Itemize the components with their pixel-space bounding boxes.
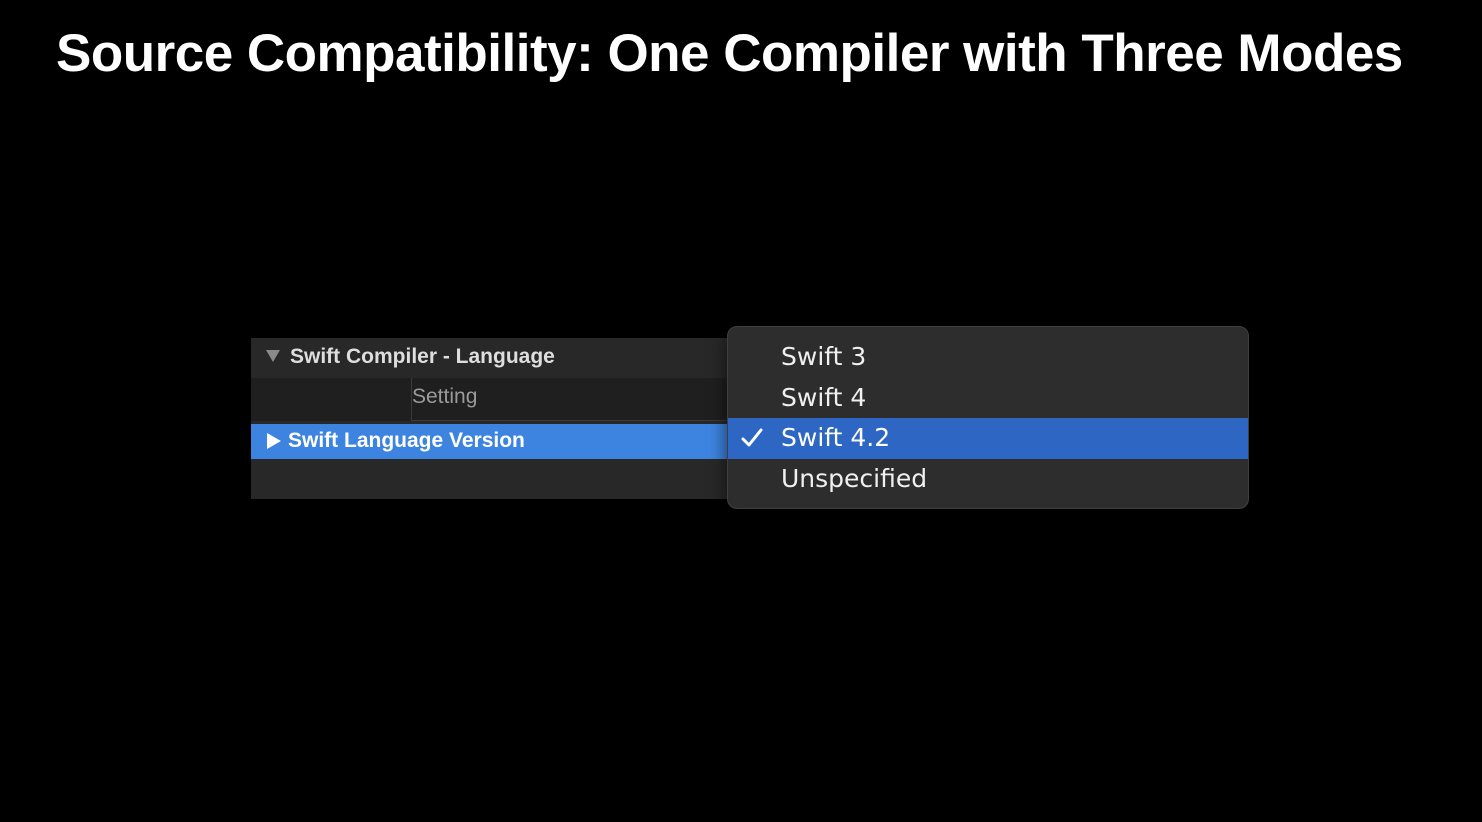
menu-list: Swift 3 Swift 4 Swift 4.2 Unspecified xyxy=(728,337,1248,499)
menu-item-swift-4-2[interactable]: Swift 4.2 xyxy=(728,418,1248,459)
menu-item-unspecified[interactable]: Unspecified xyxy=(728,459,1248,500)
column-header-setting[interactable]: Setting xyxy=(412,385,478,408)
section-title: Swift Compiler - Language xyxy=(290,345,555,368)
menu-item-label: Swift 4.2 xyxy=(781,423,891,452)
build-settings-panel: Swift Compiler - Language Setting Swift … xyxy=(251,338,731,499)
menu-item-swift-3[interactable]: Swift 3 xyxy=(728,337,1248,378)
disclosure-triangle-right-icon[interactable] xyxy=(267,433,281,449)
checkmark-icon xyxy=(741,428,763,447)
slide-title: Source Compatibility: One Compiler with … xyxy=(56,24,1403,83)
menu-item-label: Swift 4 xyxy=(781,382,867,412)
menu-item-swift-4[interactable]: Swift 4 xyxy=(728,378,1248,419)
disclosure-triangle-down-icon[interactable] xyxy=(266,350,280,362)
column-header-row xyxy=(251,378,731,421)
menu-item-label: Swift 3 xyxy=(781,342,867,371)
swift-version-popup-menu: Swift 3 Swift 4 Swift 4.2 Unspecified xyxy=(727,326,1249,509)
setting-row-swift-language-version[interactable]: Swift Language Version xyxy=(251,424,731,459)
column-header-cell xyxy=(411,378,731,421)
setting-label: Swift Language Version xyxy=(288,429,525,452)
section-header-swift-compiler-language[interactable]: Swift Compiler - Language xyxy=(251,338,731,376)
menu-item-label: Unspecified xyxy=(781,463,928,493)
